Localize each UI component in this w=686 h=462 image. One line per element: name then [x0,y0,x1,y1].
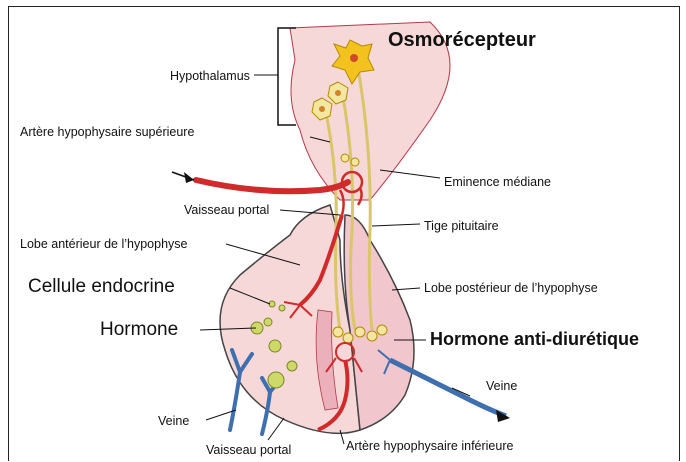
label-tige: Tige pituitaire [424,220,499,233]
label-cellule: Cellule endocrine [28,277,175,296]
label-veine-right: Veine [486,380,517,393]
label-vaisseau-portal-bottom: Vaisseau portal [206,444,291,457]
label-lobe-anterieur: Lobe antérieur de l’hypophyse [20,238,187,251]
label-artere-inf: Artère hypophysaire inférieure [346,440,513,453]
label-vaisseau-portal-top: Vaisseau portal [184,204,269,217]
label-adh: Hormone anti-diurétique [430,330,639,348]
label-artere-sup: Artère hypophysaire supérieure [20,126,194,139]
label-lobe-posterieur: Lobe postérieur de l’hypophyse [424,282,598,295]
label-hormone: Hormone [100,320,178,339]
label-hypothalamus: Hypothalamus [170,70,250,83]
label-osmorecepteur: Osmorécepteur [388,30,536,50]
label-eminence: Eminence médiane [444,176,551,189]
label-veine-left: Veine [158,415,189,428]
